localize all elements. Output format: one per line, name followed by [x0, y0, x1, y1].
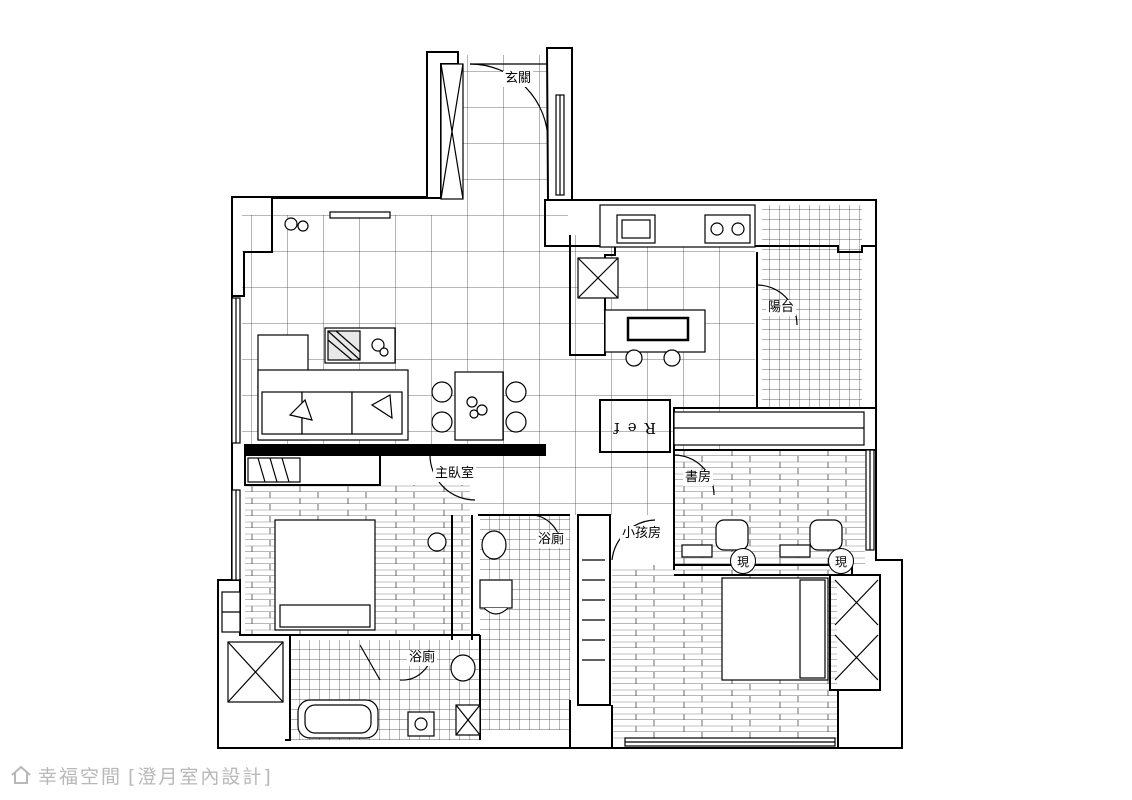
- footer-watermark: 幸福空間 [澄月室內設計]: [10, 763, 273, 788]
- windows: [231, 94, 875, 747]
- footer-brand: 幸福空間: [38, 765, 123, 788]
- master-door: [429, 454, 476, 501]
- living-area: [257, 211, 409, 441]
- room-label-balcony: 陽台: [766, 300, 797, 316]
- balcony-door: [756, 284, 798, 326]
- dining-set: [431, 371, 527, 441]
- fridge-letter-r: R: [644, 419, 656, 437]
- room-label-study: 書房: [683, 470, 714, 486]
- room-label-kids-room: 小孩房: [620, 526, 664, 542]
- study-furniture: [673, 454, 843, 558]
- fridge-letter-e: e: [627, 419, 637, 437]
- existing-mark-left: 現: [730, 548, 756, 574]
- kitchen: [577, 204, 865, 446]
- room-label-master-bedroom: 主臥室: [433, 466, 477, 482]
- bathroom-1-fixtures: [479, 514, 561, 615]
- fridge-label: R e f: [610, 413, 660, 443]
- room-label-entrance: 玄關: [503, 71, 534, 87]
- master-bedroom-furniture: [221, 457, 447, 633]
- existing-mark-right: 現: [828, 548, 854, 574]
- kids-room-furniture: [582, 519, 879, 681]
- room-label-bathroom-2: 浴廁: [407, 650, 438, 666]
- footer-designer: [澄月室內設計]: [128, 765, 273, 788]
- fridge-letter-f: f: [614, 419, 620, 437]
- home-icon: [11, 765, 31, 784]
- bathroom-2-fixtures: [227, 641, 481, 739]
- room-label-bathroom-1: 浴廁: [536, 532, 567, 548]
